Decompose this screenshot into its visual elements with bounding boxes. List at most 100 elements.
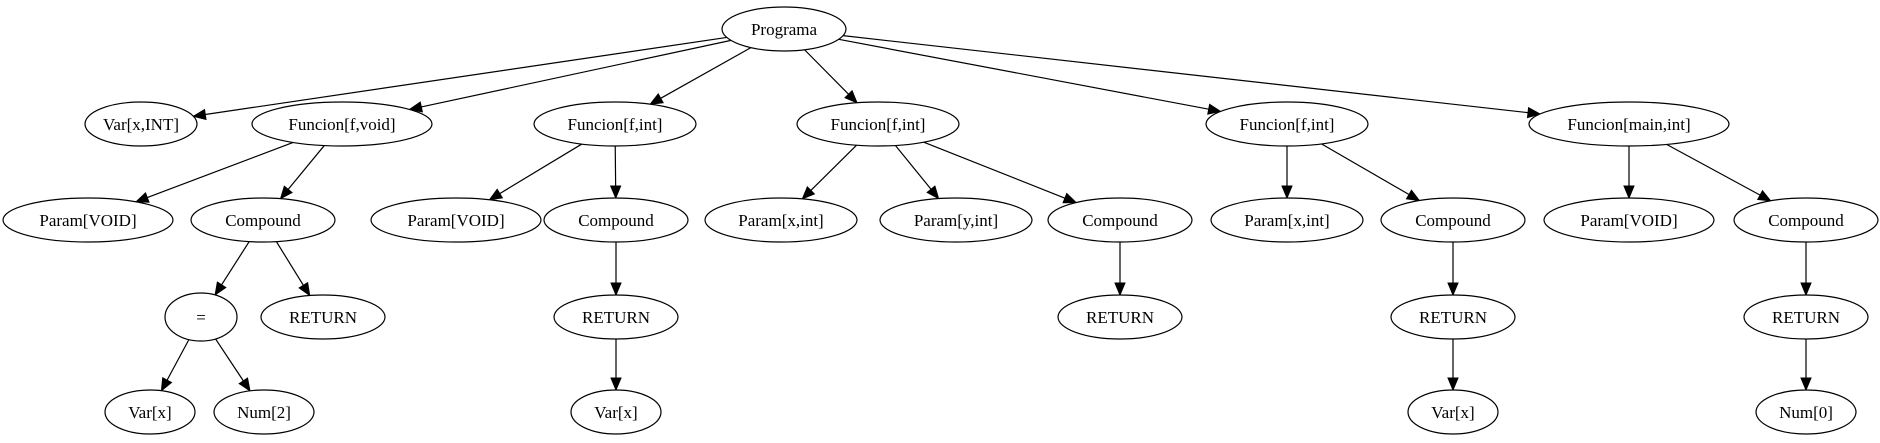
- node-num-0: Num[0]: [1755, 389, 1857, 435]
- node-ellipse: [370, 197, 542, 243]
- node-return-5: RETURN: [1743, 294, 1869, 340]
- edge-programa-to-funcion-main-int: [843, 35, 1542, 119]
- node-label: RETURN: [1086, 308, 1154, 327]
- edge-compound-3-to-return-3: [1114, 242, 1126, 297]
- node-ellipse: [104, 389, 196, 435]
- edge-compound-4-to-return-4: [1447, 242, 1459, 297]
- arrow-head-icon: [609, 185, 622, 200]
- node-label: Compound: [578, 211, 654, 230]
- edge-line: [166, 339, 190, 381]
- edge-line: [421, 39, 732, 108]
- edge-line: [894, 145, 932, 190]
- node-label: RETURN: [1772, 308, 1840, 327]
- arrow-head-icon: [1800, 282, 1812, 297]
- node-compound-5: Compound: [1733, 197, 1879, 243]
- edge-programa-to-funcion-f-void: [408, 39, 732, 113]
- edge-line: [838, 38, 1209, 110]
- node-ellipse: [1057, 294, 1183, 340]
- arrow-head-icon: [408, 101, 424, 113]
- node-ellipse: [190, 197, 336, 243]
- edge-programa-to-funcion-f-int-3: [838, 38, 1222, 115]
- edge-line: [804, 49, 849, 95]
- node-ellipse: [533, 101, 697, 147]
- node-funcion-main-int: Funcion[main,int]: [1528, 101, 1730, 147]
- node-funcion-f-int-1: Funcion[f,int]: [533, 101, 697, 147]
- node-ellipse: [553, 294, 679, 340]
- node-compound-3: Compound: [1047, 197, 1193, 243]
- edge-line: [1321, 143, 1410, 196]
- edge-line: [499, 143, 583, 195]
- node-label: Compound: [1768, 211, 1844, 230]
- arrow-head-icon: [1405, 189, 1421, 202]
- edge-line: [1666, 143, 1761, 196]
- node-ellipse: [260, 294, 386, 340]
- node-var-x-int: Var[x,INT]: [84, 101, 198, 147]
- edge-line: [810, 144, 857, 191]
- node-return-4: RETURN: [1390, 294, 1516, 340]
- node-param-void-2: Param[VOID]: [370, 197, 542, 243]
- edge-funcion-f-void-to-param-void-1: [134, 141, 294, 203]
- node-label: Var[x]: [128, 403, 171, 422]
- edge-compound-1-to-return-1: [275, 241, 311, 297]
- node-label: RETURN: [289, 308, 357, 327]
- edge-line: [147, 141, 294, 199]
- edge-return-4-to-var-x-3: [1447, 339, 1459, 392]
- edge-programa-to-funcion-f-int-1: [649, 47, 752, 105]
- node-ellipse: [1528, 101, 1730, 147]
- arrow-head-icon: [1526, 106, 1542, 119]
- node-funcion-f-void: Funcion[f,void]: [251, 101, 433, 147]
- node-label: Param[x,int]: [1244, 211, 1329, 230]
- node-ellipse: [796, 101, 960, 147]
- edges-layer: [134, 35, 1812, 392]
- node-label: Param[VOID]: [1580, 211, 1677, 230]
- node-param-void-3: Param[VOID]: [1543, 197, 1715, 243]
- arrow-head-icon: [298, 281, 311, 297]
- edge-funcion-main-int-to-param-void-3: [1623, 146, 1635, 200]
- node-label: Num[2]: [237, 403, 291, 422]
- arrow-head-icon: [649, 93, 664, 105]
- node-label: Compound: [225, 211, 301, 230]
- node-label: Param[y,int]: [914, 211, 998, 230]
- edge-line: [923, 141, 1066, 199]
- node-ellipse: [251, 101, 433, 147]
- node-ellipse: [1733, 197, 1879, 243]
- node-ellipse: [1407, 389, 1499, 435]
- arrow-head-icon: [801, 186, 816, 200]
- node-ellipse: [1543, 197, 1715, 243]
- arrow-head-icon: [214, 281, 227, 297]
- node-label: RETURN: [1419, 308, 1487, 327]
- arrow-head-icon: [1207, 103, 1222, 115]
- node-var-x-1: Var[x]: [104, 389, 196, 435]
- edge-compound-5-to-return-5: [1800, 242, 1812, 297]
- edge-line: [215, 338, 244, 382]
- edge-assign-to-num-2: [215, 338, 251, 392]
- node-label: Param[VOID]: [407, 211, 504, 230]
- node-ellipse: [1390, 294, 1516, 340]
- node-ellipse: [213, 389, 315, 435]
- node-var-x-2: Var[x]: [570, 389, 662, 435]
- node-programa: Programa: [721, 6, 847, 52]
- node-label: =: [196, 308, 206, 327]
- node-label: Num[0]: [1779, 403, 1833, 422]
- node-ellipse: [164, 292, 238, 342]
- node-ellipse: [879, 197, 1033, 243]
- arrow-head-icon: [1447, 377, 1459, 392]
- edge-programa-to-var-x-int: [192, 36, 727, 121]
- edge-line: [660, 47, 752, 99]
- node-ellipse: [704, 197, 858, 243]
- node-param-void-1: Param[VOID]: [2, 197, 174, 243]
- edge-assign-to-var-x-1: [160, 339, 190, 392]
- arrow-head-icon: [1623, 185, 1635, 200]
- edge-line: [221, 241, 250, 286]
- node-assign: =: [164, 292, 238, 342]
- node-ellipse: [721, 6, 847, 52]
- node-ellipse: [1755, 389, 1857, 435]
- node-label: Var[x]: [1431, 403, 1474, 422]
- arrow-head-icon: [279, 185, 293, 200]
- node-compound-2: Compound: [543, 197, 689, 243]
- node-param-x-int-2: Param[x,int]: [1210, 197, 1364, 243]
- edge-funcion-f-int-2-to-compound-3: [923, 141, 1078, 204]
- node-num-2: Num[2]: [213, 389, 315, 435]
- node-compound-1: Compound: [190, 197, 336, 243]
